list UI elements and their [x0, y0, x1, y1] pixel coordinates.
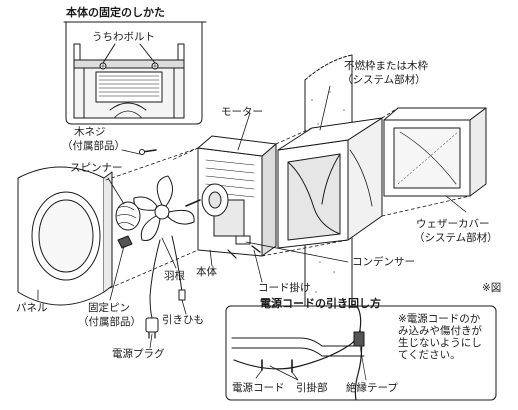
label-fan-bolt: うちわボルト: [92, 31, 155, 43]
cover-top: [383, 107, 487, 121]
assembly-guides: [105, 107, 471, 289]
label-insulation-tape: 絶縁テープ: [346, 382, 398, 394]
label-panel: パネル: [16, 302, 48, 314]
label-condenser: コンデンサー: [352, 256, 415, 268]
plug-leader: [149, 333, 153, 349]
body-side: [261, 143, 277, 257]
label-power-cord: 電源コード: [232, 382, 285, 394]
weather-cover: [383, 107, 487, 197]
label-fig-note: ※図: [482, 282, 502, 294]
label-pin-2: （付属部品）: [78, 316, 141, 328]
power-cord-line: [149, 239, 161, 319]
mounting-title: 本体の固定のしかた: [66, 6, 165, 19]
cord-hook-part: [251, 245, 261, 253]
condenser-leader: [245, 241, 349, 263]
routing-housing-edge-2: [231, 347, 365, 357]
cover-inner: [393, 127, 461, 189]
leader-lines: [37, 85, 467, 349]
inset-unit-top-lip: [73, 59, 185, 69]
inset-opening: [95, 71, 163, 103]
blade-leader: [161, 237, 177, 269]
cover-side: [469, 107, 487, 197]
label-cover-1: ウェザーカバー: [416, 218, 490, 230]
motor-leader: [237, 112, 251, 151]
spinner: [115, 201, 141, 231]
pull-string-line: [171, 235, 183, 293]
plug-body: [145, 317, 159, 333]
cover-leader: [445, 195, 467, 213]
label-cover-2: （システム部材）: [414, 232, 498, 244]
routing-cord: [233, 307, 362, 370]
spinner-body: [115, 201, 141, 231]
frame-inner-curve-2: [321, 153, 341, 205]
label-caution: ※電源コードのかみ込みや傷付きが生じないようにしてください。: [398, 313, 482, 361]
routing-hooks: [261, 359, 293, 373]
inset-motor-inner: [113, 110, 143, 119]
mounting-inset: [63, 21, 207, 125]
bolt-leader-right: [139, 43, 156, 64]
label-frame-2: （システム部材）: [342, 74, 426, 86]
panel: [17, 166, 113, 306]
cord-routing-title: 電源コードの引き回し方: [260, 297, 381, 310]
motor: [185, 183, 229, 217]
label-wood-screw-2: （付属部品）: [62, 140, 125, 152]
label-motor: モーター: [221, 106, 263, 118]
wood-screw: [139, 149, 157, 155]
cord-routing-inset: [225, 305, 497, 401]
bolt-leader-left: [102, 43, 116, 64]
label-pin-1: 固定ピン: [88, 302, 130, 314]
label-spinner: スピンナー: [70, 162, 123, 174]
label-main-body: 本体: [196, 266, 217, 278]
routing-tape: [353, 331, 365, 347]
inset-motor-top: [109, 102, 147, 111]
spinner-leader: [107, 177, 125, 205]
cord-assembly: [145, 235, 186, 339]
frame-box: [277, 117, 383, 249]
frame-opening: [287, 153, 341, 241]
pin-leader: [109, 245, 125, 301]
condenser-part: [235, 235, 251, 245]
motor-shaft: [185, 199, 201, 207]
frame-side-curve: [349, 149, 373, 207]
panel-ring-inner: [38, 199, 94, 273]
frame-inner-curve-1: [287, 161, 341, 235]
pullstring-leader: [181, 299, 187, 315]
wall-top-break: [304, 54, 353, 81]
label-cord-hook: コード掛け: [258, 282, 311, 294]
fan-blade: [133, 175, 195, 242]
pull-string-knob: [178, 289, 186, 301]
label-hook-part: 引掛部: [296, 382, 328, 394]
label-frame-1: 不燃枠または木枠: [344, 60, 428, 72]
label-pull-string: 引きひも: [162, 314, 204, 326]
routing-housing-edge: [231, 337, 365, 347]
body-leader: [209, 249, 213, 267]
cordhook-leader: [253, 249, 263, 283]
label-wood-screw-1: 木ネジ: [74, 126, 106, 138]
main-body: [197, 135, 277, 259]
inset-grille: [98, 75, 160, 97]
frame-leader: [319, 85, 331, 131]
panel-side: [103, 171, 113, 293]
label-power-plug: 電源プラグ: [112, 348, 165, 360]
label-blade: 羽根: [164, 270, 185, 282]
screw-leader: [121, 149, 141, 155]
inset-unit-side-walls: [83, 67, 175, 119]
fixing-pin: [117, 235, 133, 249]
